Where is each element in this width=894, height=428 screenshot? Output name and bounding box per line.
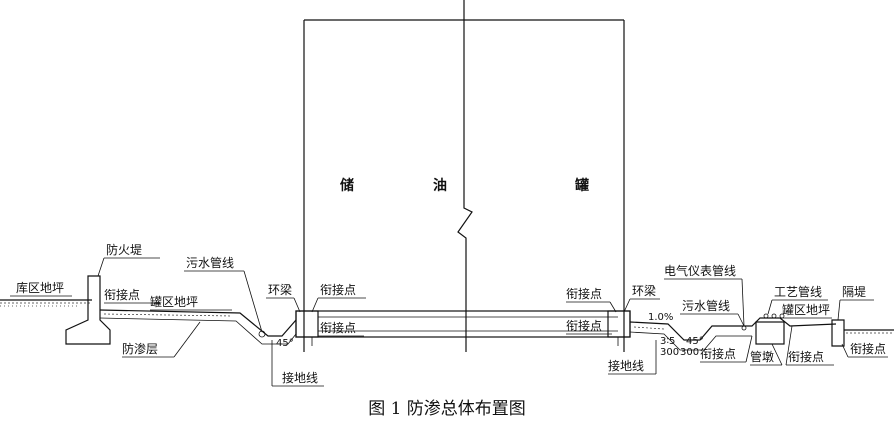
tank-char-2: 油 [433, 177, 447, 194]
label-process-pipeline: 工艺管线 [774, 284, 822, 299]
label-tank-ground-left: 罐区地坪 [150, 295, 198, 309]
right-section [629, 313, 894, 374]
label-dim-ratio: 3∶5 [660, 336, 675, 347]
tank-char-1: 储 [339, 177, 354, 194]
label-joint-right-a: 衔接点 [700, 346, 736, 361]
tank-foundation [295, 310, 631, 346]
label-yard-ground: 库区地坪 [16, 280, 64, 295]
label-ground-wire-right: 接地线 [608, 358, 644, 373]
leader-lines [10, 257, 888, 387]
label-seepage-layer: 防渗层 [122, 341, 158, 356]
labels: 库区地坪 防火堤 衔接点 污水管线 罐区地坪 防渗层 环梁 衔接点 衔接点 接地… [16, 242, 886, 385]
label-sewer-right: 污水管线 [682, 298, 730, 313]
label-joint-far-right: 衔接点 [850, 341, 886, 356]
label-ground-wire-left: 接地线 [282, 370, 318, 385]
label-angle-left: 45° [276, 338, 294, 349]
label-joint-right-b: 衔接点 [788, 349, 824, 364]
label-dim-300-b: 300 [680, 347, 699, 358]
label-dim-angle: 45° [686, 336, 704, 347]
ring-beam-left [295, 310, 319, 338]
label-pipe-sleeper: 管墩 [750, 349, 774, 364]
label-dim-300-a: 300 [660, 347, 679, 358]
label-joint-right-bottom: 衔接点 [566, 318, 602, 333]
label-sewer-left: 污水管线 [186, 255, 234, 270]
figure-caption: 图 1 防渗总体布置图 [368, 399, 526, 419]
label-fire-dike: 防火堤 [106, 242, 142, 257]
label-joint-right-top: 衔接点 [566, 286, 602, 301]
label-joint-left-bottom: 衔接点 [320, 320, 356, 335]
left-section [0, 275, 297, 386]
storage-tank: 储 油 罐 [303, 0, 625, 352]
label-ring-beam-left: 环梁 [268, 282, 292, 297]
label-joint-left-outer: 衔接点 [104, 287, 140, 302]
label-joint-left-top: 衔接点 [320, 282, 356, 297]
tank-char-3: 罐 [574, 177, 589, 194]
label-partition-dike: 隔堤 [842, 285, 866, 299]
label-electrical-pipeline: 电气仪表管线 [664, 263, 736, 278]
label-ring-beam-right: 环梁 [632, 283, 656, 298]
label-slope: 1.0% [648, 312, 673, 323]
ring-beam-right [607, 310, 631, 338]
label-tank-ground-right: 罐区地坪 [782, 303, 830, 317]
